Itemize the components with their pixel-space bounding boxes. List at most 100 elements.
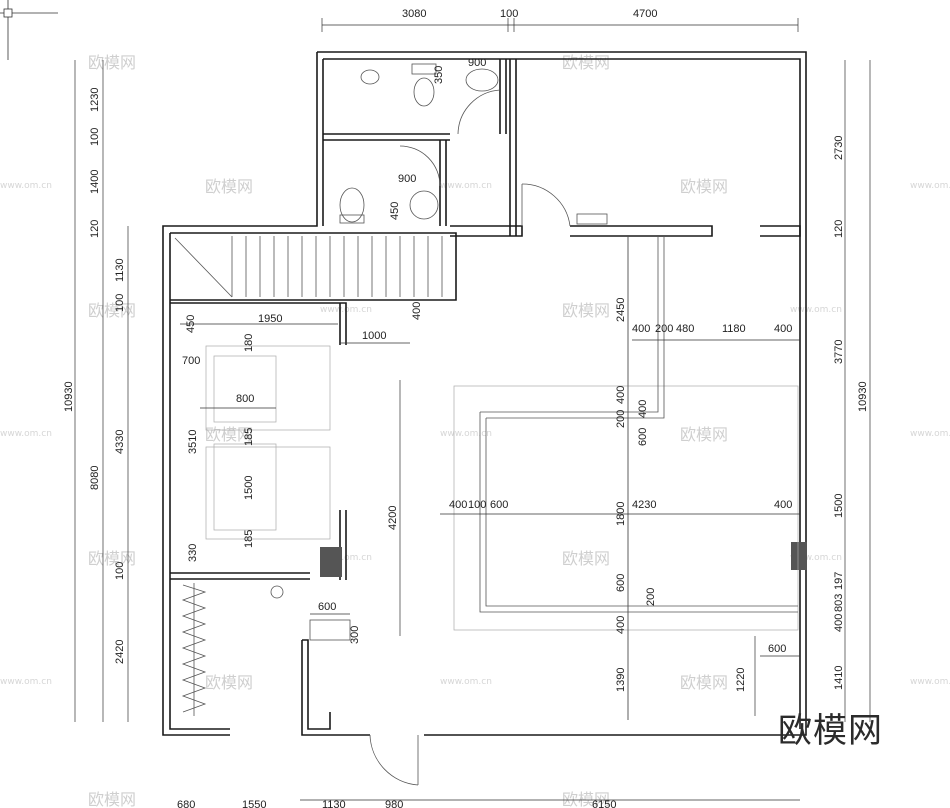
dim-label: 10930: [63, 381, 75, 412]
dim-label: 3510: [187, 430, 199, 454]
dim-label: 200: [645, 588, 657, 606]
watermark-site: www.om.cn: [440, 181, 492, 191]
dim-label: 800: [236, 393, 254, 405]
dim-label: 600: [615, 574, 627, 592]
watermark-site: www.om.cn: [790, 553, 842, 563]
dim-label: 980: [385, 799, 403, 808]
watermark-brand: 欧模网: [680, 177, 728, 196]
dim-label: 1500: [833, 494, 845, 518]
dim-label: 900: [398, 173, 416, 185]
dim-label: 8080: [89, 466, 101, 490]
dimension-labels: 3080 100 4700 680 1550 1130 980 6150 123…: [63, 8, 869, 808]
dim-label: 700: [182, 355, 200, 367]
dim-label: 120: [833, 220, 845, 238]
dim-label: 480: [676, 323, 694, 335]
dimension-lines: [74, 18, 871, 801]
dim-label: 1130: [114, 258, 126, 282]
dim-label: 400: [833, 614, 845, 632]
watermark-brand: 欧模网: [680, 673, 728, 692]
watermark-site: www.om.cn: [0, 181, 52, 191]
watermark-brand: 欧模网: [205, 177, 253, 196]
dim-label: 2420: [114, 640, 126, 664]
dim-label: 185: [243, 530, 255, 548]
dim-label: 400: [637, 400, 649, 418]
watermark-brand: 欧模网: [205, 673, 253, 692]
watermark-site: www.om.cn: [910, 429, 950, 439]
walls: [162, 51, 807, 736]
dim-label: 100: [500, 8, 518, 20]
dim-label: 100: [114, 562, 126, 580]
dim-label: 600: [490, 499, 508, 511]
dim-label: 400: [615, 386, 627, 404]
column: [320, 547, 342, 577]
column: [791, 542, 807, 570]
dim-label: 1950: [258, 313, 282, 325]
dim-label: 200: [615, 410, 627, 428]
dim-label: 6150: [592, 799, 616, 808]
dim-label: 400: [774, 323, 792, 335]
dim-label: 600: [637, 428, 649, 446]
dim-label: 3770: [833, 340, 845, 364]
cad-cursor: [0, 0, 58, 60]
dim-label: 185: [243, 428, 255, 446]
dim-label: 350: [433, 66, 445, 84]
dim-label: 3080: [402, 8, 426, 20]
dim-label: 803: [833, 594, 845, 612]
dim-label: 400: [774, 499, 792, 511]
bed: [205, 345, 331, 540]
dim-label: 100: [468, 499, 486, 511]
dim-label: 400: [632, 323, 650, 335]
dim-label: 1390: [615, 668, 627, 692]
dim-label: 4230: [632, 499, 656, 511]
dim-label: 1000: [362, 330, 386, 342]
watermark-brand: 欧模网: [88, 549, 136, 568]
dim-label: 450: [389, 202, 401, 220]
dim-label: 1230: [89, 88, 101, 112]
watermark-brand: 欧模网: [680, 425, 728, 444]
dim-label: 100: [114, 294, 126, 312]
dim-label: 450: [185, 315, 197, 333]
dim-label: 4700: [633, 8, 657, 20]
watermark-brand: 欧模网: [562, 53, 610, 72]
dim-label: 100: [89, 128, 101, 146]
dim-label: 1400: [89, 170, 101, 194]
watermark-brand: 欧模网: [88, 53, 136, 72]
watermark-brand: 欧模网: [562, 549, 610, 568]
dim-label: 1550: [242, 799, 266, 808]
dim-label: 600: [768, 643, 786, 655]
dim-label: 330: [187, 544, 199, 562]
dim-label: 1800: [615, 502, 627, 526]
watermarks: 欧模网 欧模网 欧模网 欧模网 欧模网 欧模网 欧模网 欧模网 欧模网 欧模网 …: [0, 53, 950, 808]
dim-label: 4330: [114, 430, 126, 454]
dim-label: 1220: [735, 668, 747, 692]
dim-label: 2730: [833, 136, 845, 160]
dim-label: 400: [449, 499, 467, 511]
dim-label: 400: [411, 302, 423, 320]
watermark-site: www.om.cn: [0, 429, 52, 439]
watermark-brand: 欧模网: [562, 790, 610, 808]
dim-label: 4200: [387, 506, 399, 530]
dim-label: 1410: [833, 666, 845, 690]
fixtures: [174, 63, 608, 786]
dim-label: 197: [833, 572, 845, 590]
dim-label: 1130: [322, 799, 346, 808]
dim-label: 600: [318, 601, 336, 613]
dim-label: 180: [243, 334, 255, 352]
dim-label: 200: [655, 323, 673, 335]
dim-label: 1500: [243, 476, 255, 500]
dim-label: 300: [349, 626, 361, 644]
brand-logo: 欧模网: [778, 711, 883, 751]
dim-label: 400: [615, 616, 627, 634]
watermark-brand: 欧模网: [88, 790, 136, 808]
watermark-site: www.om.cn: [910, 677, 950, 687]
watermark-site: www.om.cn: [910, 181, 950, 191]
dim-label: 680: [177, 799, 195, 808]
dim-label: 2450: [615, 298, 627, 322]
watermark-site: www.om.cn: [440, 677, 492, 687]
dim-label: 1180: [722, 323, 746, 335]
watermark-brand: 欧模网: [88, 301, 136, 320]
watermark-site: www.om.cn: [790, 305, 842, 315]
watermark-brand: 欧模网: [562, 301, 610, 320]
dim-label: 900: [468, 57, 486, 69]
